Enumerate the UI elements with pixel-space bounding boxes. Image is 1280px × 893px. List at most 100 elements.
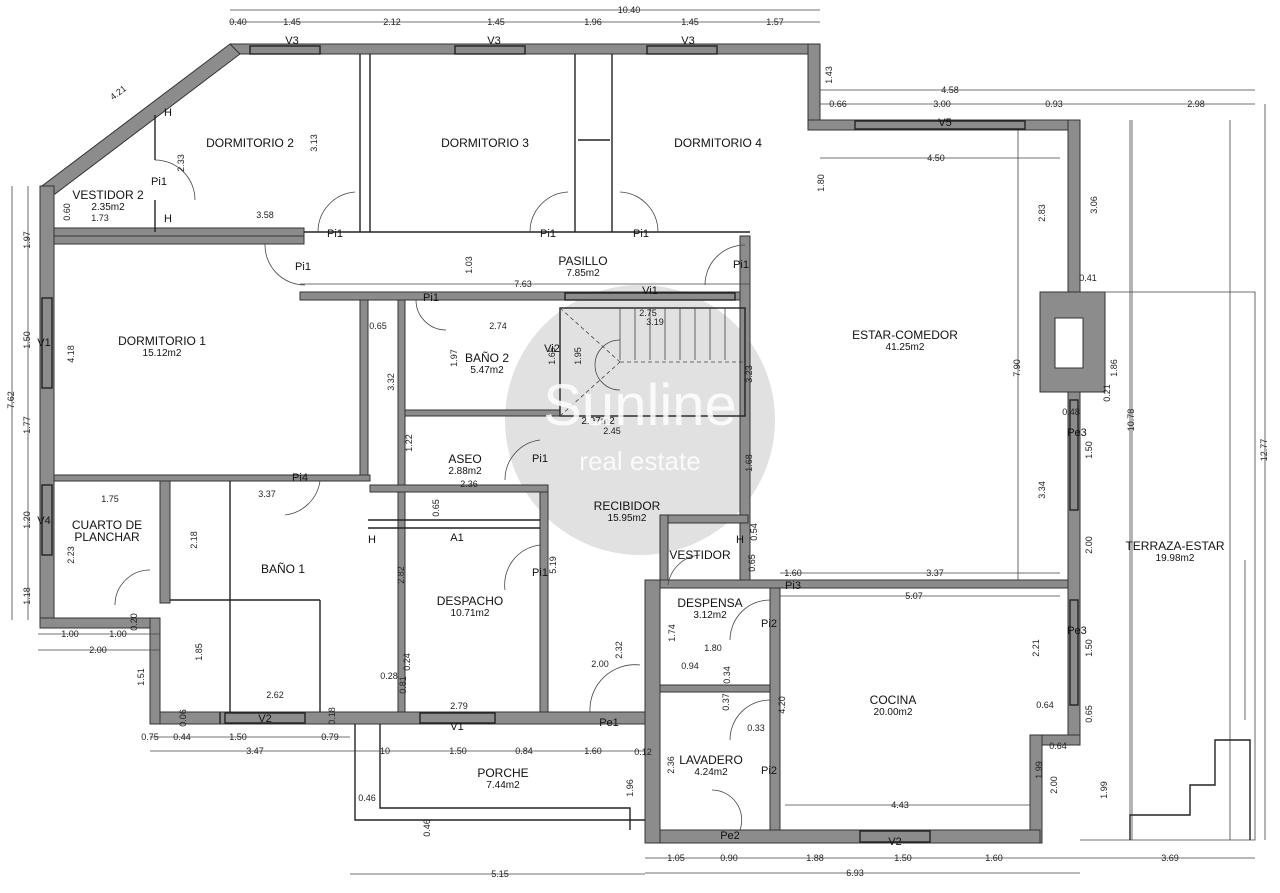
dimension-label: 1.65 <box>547 347 557 365</box>
dimension-label: 1.80 <box>816 174 826 192</box>
dimension-label: 0.18 <box>327 707 337 725</box>
dimension-label: 3.23 <box>744 365 754 383</box>
room-area: 7.85m2 <box>566 268 600 279</box>
dimension-label: 3.47 <box>246 746 264 756</box>
dimension-label: 2.12 <box>383 17 401 27</box>
dimension-label: 10.40 <box>618 5 641 15</box>
watermark-circle <box>505 285 775 555</box>
dimension-label: 1.57 <box>766 17 784 27</box>
dimension-label: 2.00 <box>591 659 609 669</box>
dimension-label: 1.60 <box>985 853 1003 863</box>
dimension-label: 1.22 <box>404 434 414 452</box>
dimension-label: 3.00 <box>933 99 951 109</box>
dimension-label: 1.51 <box>136 668 146 686</box>
dimension-label: 0.65 <box>369 321 387 331</box>
room-name: DORMITORIO 3 <box>441 136 529 150</box>
dimension-label: 3.69 <box>1161 853 1179 863</box>
dimension-label: 2.75 <box>639 308 657 318</box>
dimension-label: 0.44 <box>173 732 191 742</box>
dimension-label: 0.20 <box>129 613 139 631</box>
dimension-label: 4.18 <box>66 345 76 363</box>
dimension-label: 1.50 <box>1084 639 1094 657</box>
room-name: DORMITORIO 4 <box>674 136 762 150</box>
room-area: 15.12m2 <box>143 348 182 359</box>
dimension-label: 1.95 <box>573 347 583 365</box>
dimension-label: 3.19 <box>646 317 664 327</box>
opening-label: V4 <box>37 515 50 527</box>
dimension-label: 1.96 <box>625 779 635 797</box>
room-name: BAÑO 1 <box>261 562 305 576</box>
room-area: 2.88m2 <box>448 466 482 477</box>
dimension-label: 2.36 <box>666 756 676 774</box>
dimension-label: 0.81 <box>398 676 408 694</box>
dimension-label: 1.74 <box>667 624 677 642</box>
room-name: ASEO <box>448 452 481 466</box>
dimension-label: 1.18 <box>22 587 32 605</box>
dimension-label: 2.00 <box>1084 536 1094 554</box>
partitions <box>11 9 1266 875</box>
opening-label: Pi1 <box>733 259 749 271</box>
dimension-label: 2.18 <box>189 531 199 549</box>
opening-label: V5 <box>938 117 951 129</box>
opening-label: Pi1 <box>151 176 167 188</box>
dimension-label: 3.37 <box>926 568 944 578</box>
dimension-label: 0.75 <box>141 732 159 742</box>
dimension-label: 1.77 <box>22 416 32 434</box>
dimension-label: 1.45 <box>283 17 301 27</box>
opening-label: Vi2 <box>544 343 560 355</box>
dimension-label: 0.66 <box>829 99 847 109</box>
dimension-label: 1.00 <box>109 629 127 639</box>
dimension-label: 1.80 <box>704 643 722 653</box>
dimension-label: 10.78 <box>1126 409 1136 432</box>
dimension-label: 0.64 <box>1049 741 1067 751</box>
dimension-label: 1.50 <box>229 732 247 742</box>
opening-label: H <box>368 534 376 546</box>
opening-label: Pe3 <box>1067 427 1087 439</box>
dimension-label: 2.32 <box>614 641 624 659</box>
dimension-label: 1.75 <box>101 494 119 504</box>
dimension-label: 1.50 <box>449 746 467 756</box>
room-area: 41.25m2 <box>886 342 925 353</box>
dimension-label: 6.93 <box>846 868 864 878</box>
dimension-label: 1.60 <box>584 746 602 756</box>
dimension-label: 1.99 <box>1034 761 1044 779</box>
room-name: PASILLO <box>558 254 607 268</box>
room-area: 19.98m2 <box>1156 553 1195 564</box>
dimension-label: 0.65 <box>431 499 441 517</box>
room-area: 5.47m2 <box>470 365 504 376</box>
opening-label: Pi2 <box>761 765 777 777</box>
dimension-label: 0.65 <box>1084 705 1094 723</box>
opening-label: H <box>164 213 172 225</box>
opening-label: Pe1 <box>599 717 619 729</box>
room-name: LAVADERO <box>679 753 743 767</box>
dimension-label: 1.45 <box>487 17 505 27</box>
dimension-label: 3.34 <box>1037 481 1047 499</box>
opening-label: Pi1 <box>327 228 343 240</box>
dimension-label: 5.19 <box>548 556 558 574</box>
dimension-label: 1.60 <box>784 568 802 578</box>
opening-label: Pi1 <box>540 228 556 240</box>
room-area: 3.12m2 <box>693 610 727 621</box>
dimension-label: 1.96 <box>584 17 602 27</box>
dimension-label: 2.45 <box>603 426 621 436</box>
dimension-label: 2.00 <box>1049 776 1059 794</box>
dimension-label: 1.03 <box>464 256 474 274</box>
room-area: 10.71m2 <box>451 608 490 619</box>
dimension-label: 1.86 <box>1109 359 1119 377</box>
dimension-label: 2.62 <box>266 690 284 700</box>
opening-label: V1 <box>450 721 463 733</box>
dimension-label: 1.73 <box>91 213 109 223</box>
dimension-label: 0.37 <box>721 693 731 711</box>
dimension-label: 0.90 <box>720 853 738 863</box>
room-area: 2.35m2 <box>91 202 125 213</box>
dimension-label: 5.15 <box>491 869 509 879</box>
opening-label: Pi2 <box>761 618 777 630</box>
dimension-label: 1.68 <box>744 454 754 472</box>
dimension-label: 1.45 <box>681 17 699 27</box>
dimension-label: 3.58 <box>256 210 274 220</box>
dimension-label: 0.64 <box>1036 700 1054 710</box>
opening-label: Pe3 <box>1067 625 1087 637</box>
